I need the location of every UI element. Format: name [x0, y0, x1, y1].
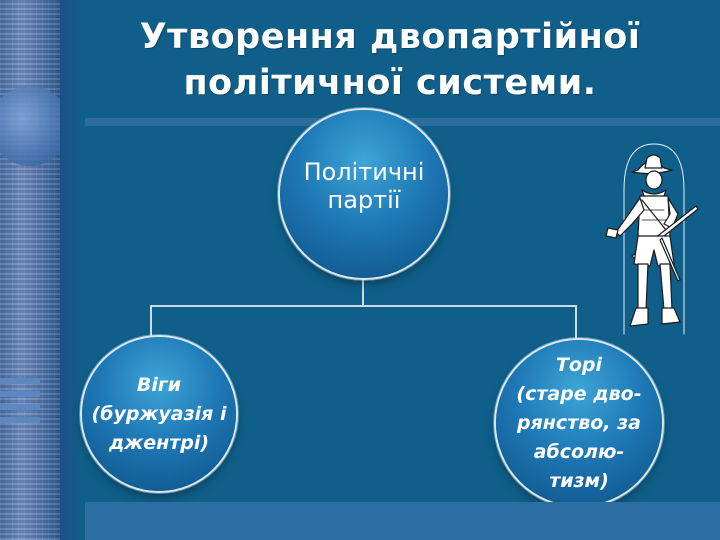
- slide-title: Утворення двопартійної політичної систем…: [80, 14, 700, 106]
- decorative-circle: [0, 86, 70, 166]
- decorative-strip: [0, 0, 70, 540]
- node-tories-label: Торі (старе дво- рянство, за абсолю- тиз…: [516, 353, 642, 492]
- connector-left: [150, 305, 152, 337]
- node-whigs-label: Віги (буржуазія і джентрі): [91, 373, 227, 454]
- node-tories: Торі (старе дво- рянство, за абсолю- тиз…: [496, 340, 662, 506]
- bottom-band: [85, 502, 720, 540]
- node-political-parties: Політичні партії: [280, 110, 448, 278]
- musketeer-figure-icon: [605, 143, 699, 335]
- decorative-bars: [0, 378, 40, 438]
- connector-stem: [362, 279, 364, 306]
- node-root-line-2: партії: [327, 186, 401, 214]
- strip-edge: [60, 0, 82, 540]
- node-political-parties-label: Політичні партії: [304, 158, 425, 218]
- node-root-line-1: Політичні: [303, 158, 425, 186]
- title-line-1: Утворення двопартійної: [139, 17, 641, 57]
- connector-horizontal: [150, 305, 577, 307]
- title-line-2: політичної системи.: [183, 63, 597, 103]
- connector-right: [575, 305, 577, 340]
- node-whigs: Віги (буржуазія і джентрі): [82, 337, 236, 491]
